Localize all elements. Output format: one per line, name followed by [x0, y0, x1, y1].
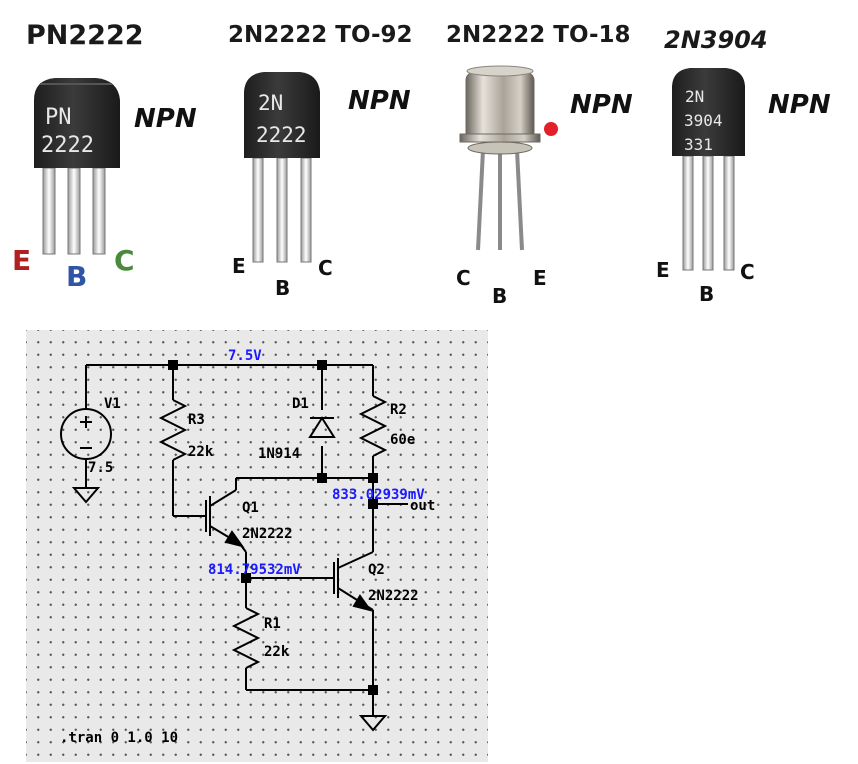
r3-name-label: R3	[188, 412, 205, 428]
r2-value-label: 60e	[390, 432, 415, 448]
v1-voltage-source[interactable]	[60, 408, 112, 460]
v1-value-label: 7.5	[88, 460, 113, 476]
schematic-panel[interactable]	[26, 330, 488, 762]
to92-body-line-2: 2222	[256, 123, 307, 147]
supply-node-label: 7.5V	[228, 348, 262, 364]
polarity-label-2n3904: NPN	[768, 90, 831, 120]
q2-base-node-voltage: 814.79532mV	[208, 562, 301, 578]
pn2222-pin-e: E	[12, 244, 32, 277]
r1-resistor[interactable]	[231, 607, 261, 669]
2n3904-body-line-3: 331	[684, 135, 713, 154]
polarity-label-pn2222: NPN	[134, 104, 197, 134]
to92-pin-b: B	[275, 276, 291, 300]
to18-emitter-tab-marker	[544, 122, 558, 136]
r1-name-label: R1	[264, 616, 281, 632]
2n2222-to18-package	[459, 65, 558, 251]
to18-pin-b: B	[492, 284, 508, 308]
r1-value-label: 22k	[264, 644, 290, 660]
q1-transistor[interactable]	[205, 478, 247, 553]
q2-transistor[interactable]	[333, 551, 374, 612]
package-title-2n2222-to92: 2N2222 TO-92	[228, 22, 413, 48]
to18-pin-c: C	[456, 266, 471, 290]
2n2222-to92-package	[244, 72, 320, 263]
ground-symbol-v1	[71, 487, 101, 504]
r2-name-label: R2	[390, 402, 407, 418]
r3-value-label: 22k	[188, 444, 214, 460]
q1-value-label: 2N2222	[242, 526, 293, 542]
d1-value-label: 1N914	[258, 446, 300, 462]
2n3904-body-line-2: 3904	[684, 111, 723, 130]
package-title-pn2222: PN2222	[26, 20, 144, 51]
to92-pin-e: E	[232, 254, 246, 278]
2n3904-pin-b: B	[699, 282, 715, 306]
pn2222-body-line-1: PN	[45, 105, 72, 130]
r3-resistor[interactable]	[158, 399, 188, 461]
d1-diode[interactable]	[308, 416, 336, 438]
transistor-packages-illustration: PN 2222 2N 2222 2N 3904 331	[34, 65, 745, 271]
package-title-2n3904: 2N3904	[664, 26, 768, 54]
out-node-voltage: 833.02939mV	[332, 487, 425, 503]
out-net-label: out	[410, 498, 435, 514]
package-title-2n2222-to18: 2N2222 TO-18	[446, 22, 631, 48]
q2-value-label: 2N2222	[368, 588, 419, 604]
2n3904-package	[672, 68, 745, 271]
to92-pin-c: C	[318, 256, 333, 280]
2n3904-body-line-1: 2N	[685, 87, 704, 106]
d1-name-label: D1	[292, 396, 309, 412]
pn2222-pin-c: C	[114, 244, 135, 277]
r2-resistor[interactable]	[358, 395, 388, 457]
pn2222-pin-b: B	[66, 260, 88, 293]
ground-symbol-q2	[358, 715, 388, 732]
v1-name-label: V1	[104, 396, 121, 412]
2n3904-pin-e: E	[656, 258, 670, 282]
spice-directive: .tran 0 1.0 10	[60, 730, 178, 746]
pn2222-body-line-2: 2222	[41, 133, 94, 158]
2n3904-pin-c: C	[740, 260, 755, 284]
pn2222-package	[34, 78, 120, 255]
polarity-label-2n2222-to92: NPN	[348, 86, 411, 116]
junction-dots	[168, 360, 378, 695]
polarity-label-2n2222-to18: NPN	[570, 90, 633, 120]
q1-name-label: Q1	[242, 500, 259, 516]
q2-name-label: Q2	[368, 562, 385, 578]
to92-body-line-1: 2N	[258, 91, 283, 115]
to18-pin-e: E	[533, 266, 547, 290]
